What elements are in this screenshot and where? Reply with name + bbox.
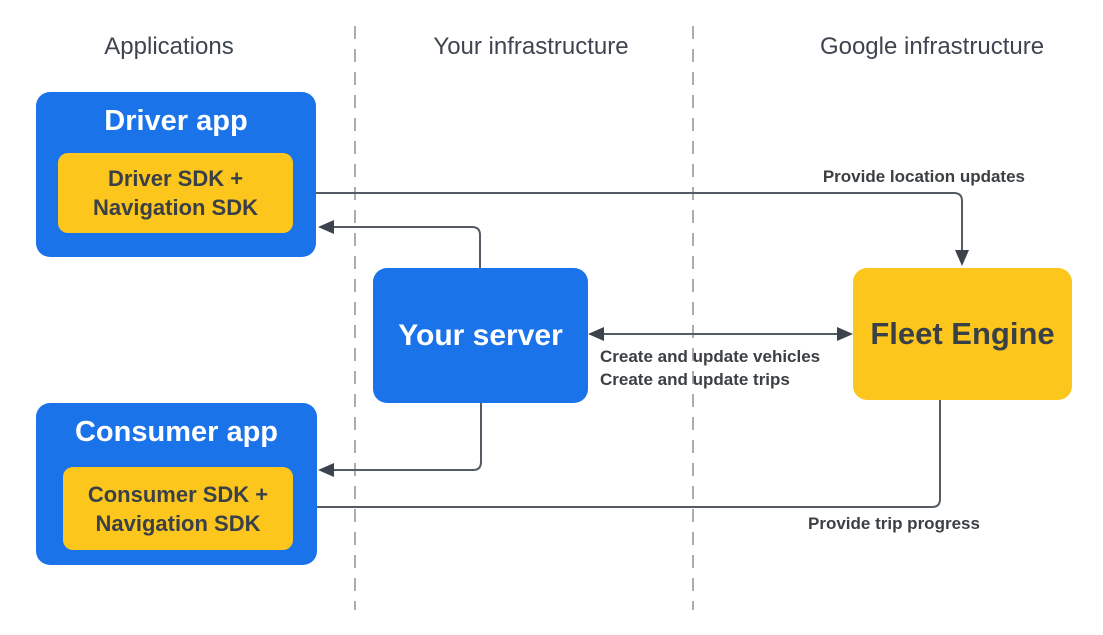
driver-app-title: Driver app [104,105,248,137]
arrow-provide-location-updates [293,192,963,250]
arrow-provide-trip-progress [309,400,941,508]
arrow-server-to-consumer-app [334,403,482,471]
arrowhead-into-fleet-engine-left [837,327,853,341]
column-header-your-infrastructure: Your infrastructure [433,33,629,60]
arrowhead-into-driver-app [318,220,334,234]
arrowhead-into-your-server [588,327,604,341]
your-server-title: Your server [398,318,563,352]
driver-sdk-node: Driver SDK + Navigation SDK [58,153,293,233]
consumer-sdk-label: Consumer SDK + Navigation SDK [87,481,269,536]
consumer-app-title: Consumer app [74,416,279,448]
arrow-server-to-driver-app [334,226,481,268]
consumer-sdk-node: Consumer SDK + Navigation SDK [63,467,293,550]
driver-app-node: Driver app Driver SDK + Navigation SDK [36,92,316,257]
edge-label-create-and-update-vehicles: Create and update vehicles [600,347,821,366]
column-header-applications: Applications [104,33,234,60]
arrowhead-into-consumer-app [318,463,334,477]
your-server-node: Your server [373,268,588,403]
edge-label-provide-trip-progress: Provide trip progress [808,514,980,533]
fleet-engine-title: Fleet Engine [870,316,1055,351]
arrowhead-into-fleet-engine-top [955,250,969,266]
fleet-engine-node: Fleet Engine [853,268,1072,400]
edge-label-create-and-update-trips: Create and update trips [600,370,790,389]
edge-label-provide-location-updates: Provide location updates [822,167,1025,186]
consumer-app-node: Consumer app Consumer SDK + Navigation S… [36,403,317,565]
column-header-google-infrastructure: Google infrastructure [819,33,1045,60]
driver-sdk-label: Driver SDK + Navigation SDK [92,166,259,220]
